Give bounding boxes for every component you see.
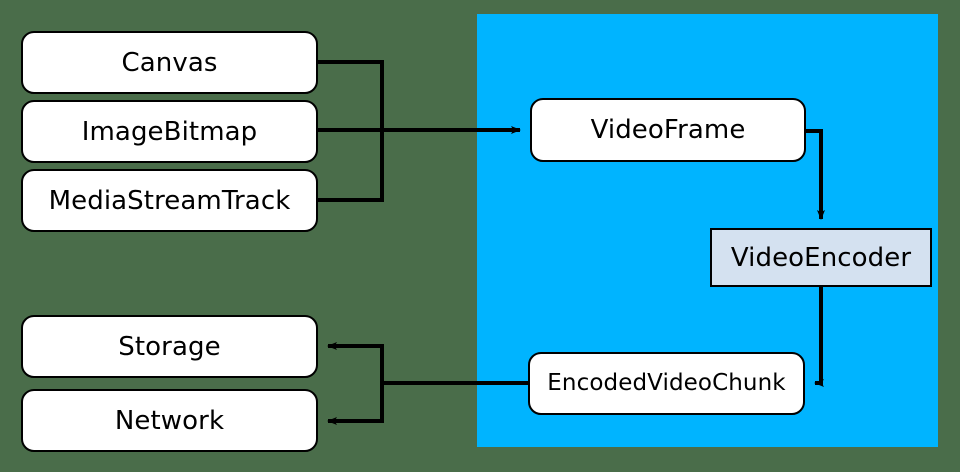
node-network[interactable]: Network — [21, 389, 318, 452]
node-video-frame[interactable]: VideoFrame — [530, 98, 806, 162]
node-image-bitmap-label: ImageBitmap — [81, 116, 258, 147]
node-storage[interactable]: Storage — [21, 315, 318, 378]
node-encoded-video-chunk[interactable]: EncodedVideoChunk — [528, 352, 805, 415]
node-image-bitmap[interactable]: ImageBitmap — [21, 100, 318, 163]
node-media-stream-track[interactable]: MediaStreamTrack — [21, 169, 318, 232]
edge-mediastreamtrack-to-videoframe — [318, 130, 384, 202]
node-encoded-video-chunk-label: EncodedVideoChunk — [547, 370, 786, 396]
node-media-stream-track-label: MediaStreamTrack — [48, 185, 291, 216]
edge-encodedvideochunk-to-storage — [327, 342, 384, 383]
node-video-encoder[interactable]: VideoEncoder — [710, 228, 932, 287]
edge-canvas-to-videoframe — [318, 60, 384, 130]
node-network-label: Network — [114, 405, 225, 436]
node-canvas[interactable]: Canvas — [21, 31, 318, 94]
edge-encodedvideochunk-to-network — [327, 383, 384, 425]
node-storage-label: Storage — [118, 331, 221, 362]
node-video-frame-label: VideoFrame — [590, 115, 746, 145]
node-canvas-label: Canvas — [121, 47, 218, 78]
node-video-encoder-label: VideoEncoder — [730, 242, 912, 273]
